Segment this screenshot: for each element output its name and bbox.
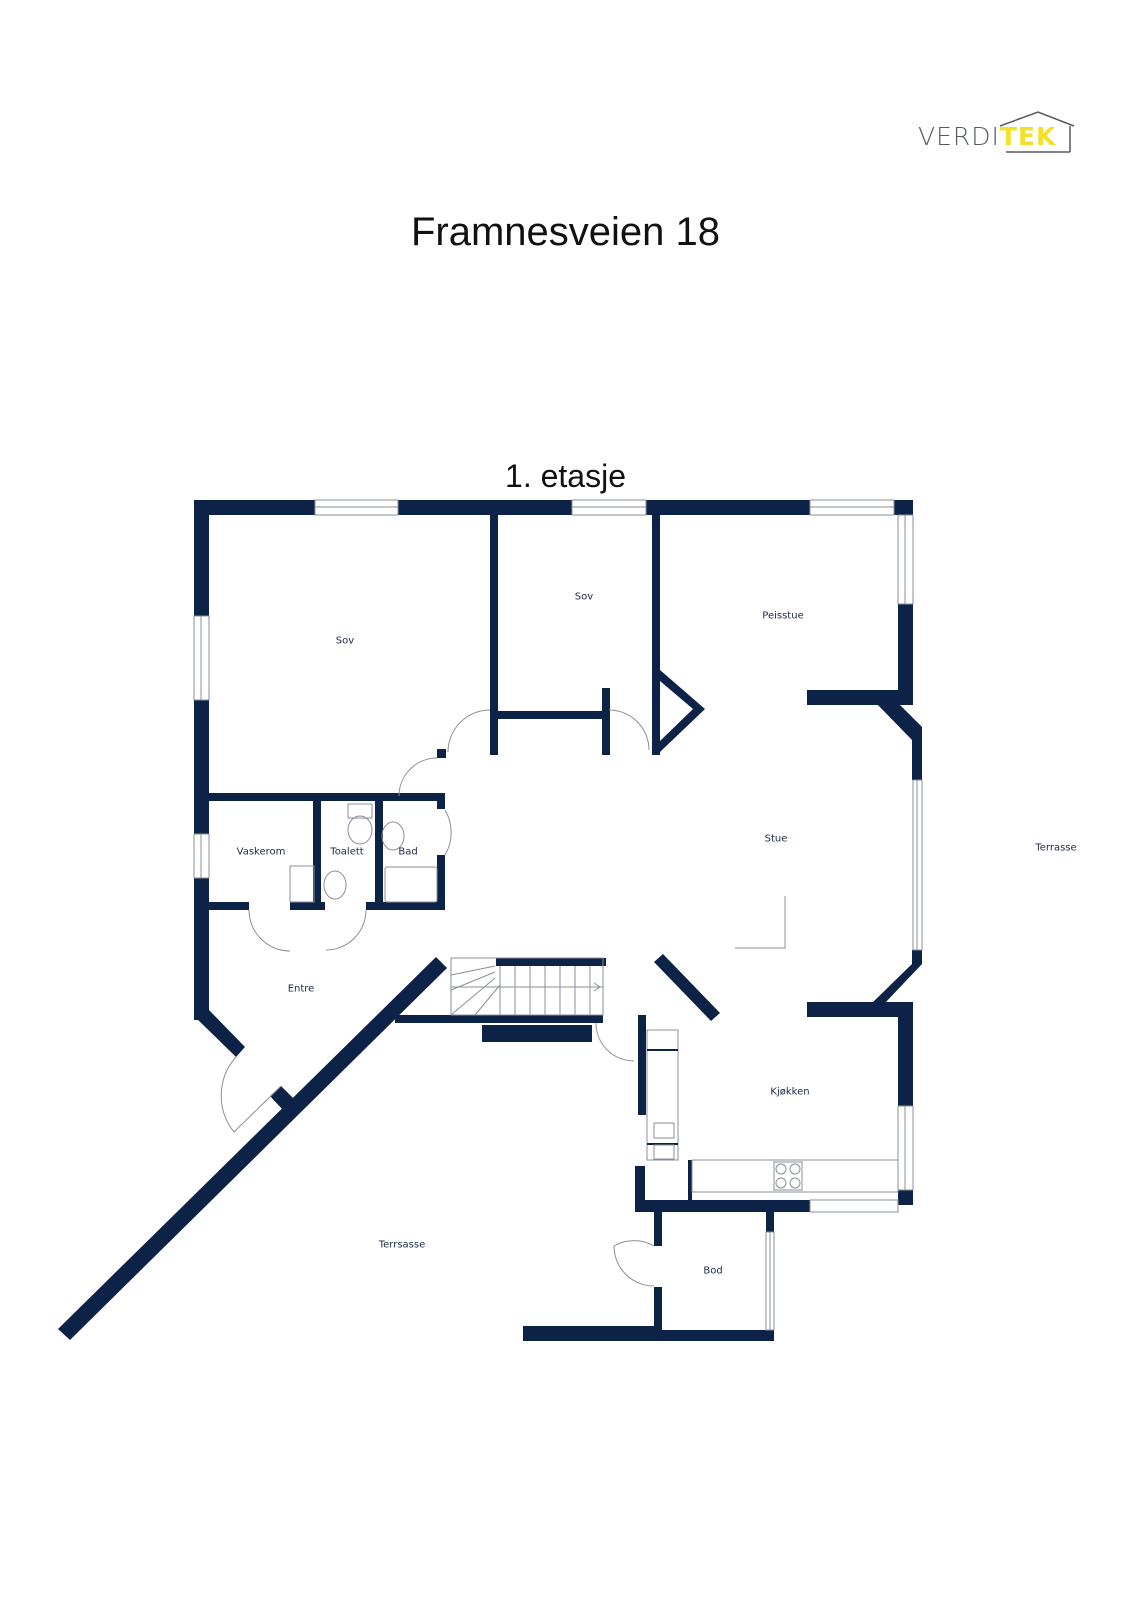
house-roof-icon bbox=[999, 111, 1075, 153]
room-label-kjokken: Kjøkken bbox=[770, 1086, 810, 1098]
room-label-toalett: Toalett bbox=[330, 846, 364, 858]
room-label-sov-2: Sov bbox=[574, 591, 594, 603]
stove bbox=[773, 1161, 803, 1191]
room-label-bod: Bod bbox=[703, 1265, 723, 1277]
fixtures bbox=[289, 803, 899, 1193]
toilet-tank bbox=[347, 803, 373, 819]
room-label-peisstue: Peisstue bbox=[762, 610, 804, 622]
kitchen-counter-left bbox=[646, 1029, 679, 1161]
room-label-vaskerom: Vaskerom bbox=[236, 846, 286, 858]
bathtub bbox=[384, 866, 438, 903]
walls bbox=[58, 500, 922, 1341]
room-label-terrasse-east: Terrasse bbox=[1035, 842, 1077, 854]
kitchen-counter-bottom bbox=[691, 1159, 899, 1193]
bath-sink bbox=[381, 821, 405, 851]
page-title: Framnesveien 18 bbox=[410, 210, 721, 254]
logo-verdi: VERDI bbox=[918, 122, 1000, 151]
room-label-terrasse-south: Terrsasse bbox=[378, 1239, 426, 1251]
toilet-sink bbox=[323, 870, 347, 900]
room-label-stue: Stue bbox=[764, 833, 788, 845]
windows bbox=[193, 499, 923, 1331]
logo-wordmark: VERDITEK bbox=[918, 122, 1056, 151]
washing-machine bbox=[289, 865, 315, 903]
room-label-bad: Bad bbox=[398, 846, 418, 858]
kitchen-sink-2 bbox=[653, 1144, 675, 1160]
floor-title: 1. etasje bbox=[505, 458, 626, 494]
room-label-entre: Entre bbox=[287, 983, 315, 995]
veriditek-logo: VERDITEK bbox=[918, 108, 1078, 158]
door-swings bbox=[220, 709, 655, 1287]
room-label-sov-1: Sov bbox=[335, 635, 355, 647]
staircase bbox=[450, 957, 604, 1016]
kitchen-sink-1 bbox=[653, 1122, 675, 1139]
logo-tek: TEK bbox=[999, 122, 1057, 151]
toilet-bowl bbox=[347, 815, 373, 845]
